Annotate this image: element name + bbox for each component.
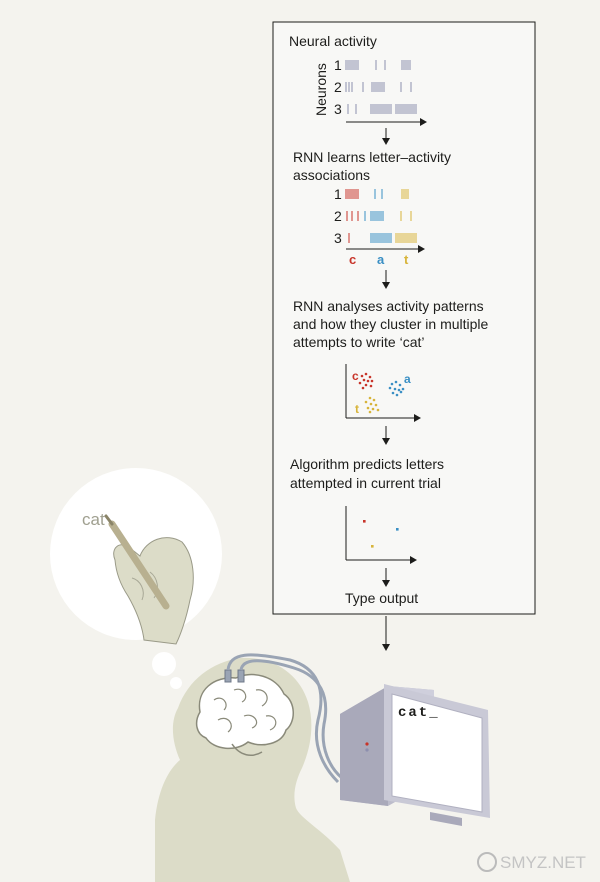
neuron-label-3: 3 bbox=[334, 101, 342, 117]
step-neural-activity: Neural activity bbox=[289, 33, 377, 49]
neuron-label-2: 2 bbox=[334, 79, 342, 95]
cluster-point-t bbox=[366, 406, 370, 410]
cluster-point-a bbox=[395, 393, 399, 397]
cluster-point-a bbox=[401, 387, 405, 391]
predicted-point-c bbox=[363, 520, 366, 523]
cluster-point-c bbox=[364, 383, 368, 387]
cluster-point-c bbox=[360, 374, 364, 378]
step-rnn-learns-line1: RNN learns letter–activity bbox=[293, 149, 451, 165]
cluster-point-t bbox=[376, 408, 380, 412]
letter-label-c: c bbox=[349, 252, 356, 267]
cluster-point-c bbox=[364, 372, 368, 376]
thought-bubble-medium bbox=[152, 652, 176, 676]
step-predicts-line2: attempted in current trial bbox=[290, 475, 441, 491]
cluster-point-c bbox=[362, 378, 366, 382]
cluster-label-t: t bbox=[355, 402, 359, 416]
raster-letter-activity bbox=[345, 189, 417, 243]
step-rnn-analyses-line3: attempts to write ‘cat’ bbox=[293, 334, 425, 350]
letter-label-a: a bbox=[377, 252, 385, 267]
cluster-point-c bbox=[370, 379, 374, 383]
cluster-point-a bbox=[397, 388, 401, 392]
step-rnn-learns-line2: associations bbox=[293, 167, 370, 183]
watermark-text: SMYZ.NET bbox=[500, 853, 586, 872]
brain-icon bbox=[195, 673, 294, 757]
cluster-point-t bbox=[369, 402, 373, 406]
neuron-label-1b: 1 bbox=[334, 186, 342, 202]
cluster-point-a bbox=[399, 390, 403, 394]
cluster-point-t bbox=[371, 407, 375, 411]
cluster-point-a bbox=[391, 391, 395, 395]
neuron-label-2b: 2 bbox=[334, 208, 342, 224]
neuron-label-1: 1 bbox=[334, 57, 342, 73]
cluster-point-t bbox=[372, 398, 376, 402]
cluster-point-a bbox=[393, 387, 397, 391]
step-rnn-analyses-line2: and how they cluster in multiple bbox=[293, 316, 489, 332]
cluster-point-c bbox=[369, 384, 373, 388]
predicted-point-t bbox=[371, 545, 374, 548]
screen-text: cat_ bbox=[398, 705, 440, 721]
pen-icon bbox=[108, 520, 170, 610]
cluster-point-c bbox=[368, 375, 372, 379]
cluster-point-t bbox=[374, 403, 378, 407]
raster-ylabel: Neurons bbox=[313, 63, 329, 116]
neuron-label-3b: 3 bbox=[334, 230, 342, 246]
thought-text: cat bbox=[82, 510, 105, 529]
cluster-label-a: a bbox=[404, 372, 411, 386]
step-type-output: Type output bbox=[345, 590, 418, 606]
watermark-icon bbox=[477, 852, 497, 872]
cluster-point-a bbox=[388, 386, 392, 390]
cluster-point-c bbox=[361, 386, 365, 390]
step-rnn-analyses-line1: RNN analyses activity patterns bbox=[293, 298, 484, 314]
flow-panel bbox=[272, 21, 536, 615]
cluster-point-c bbox=[366, 379, 370, 383]
cluster-point-t bbox=[368, 410, 372, 414]
cluster-point-c bbox=[358, 381, 362, 385]
step-predicts-line1: Algorithm predicts letters bbox=[290, 456, 444, 472]
cluster-point-a bbox=[398, 383, 402, 387]
raster-neural-activity bbox=[345, 60, 417, 114]
letter-label-t: t bbox=[404, 252, 409, 267]
pen-tip-icon bbox=[104, 514, 114, 526]
cluster-point-a bbox=[394, 380, 398, 384]
cluster-point-a bbox=[390, 382, 394, 386]
cluster-label-c: c bbox=[352, 369, 359, 383]
computer-icon bbox=[340, 684, 490, 826]
predicted-point-a bbox=[396, 528, 399, 531]
cluster-plot bbox=[358, 372, 405, 414]
cluster-point-t bbox=[364, 400, 368, 404]
cable-icon bbox=[226, 653, 344, 784]
thought-bubble-small bbox=[170, 677, 182, 689]
cluster-point-t bbox=[368, 396, 372, 400]
